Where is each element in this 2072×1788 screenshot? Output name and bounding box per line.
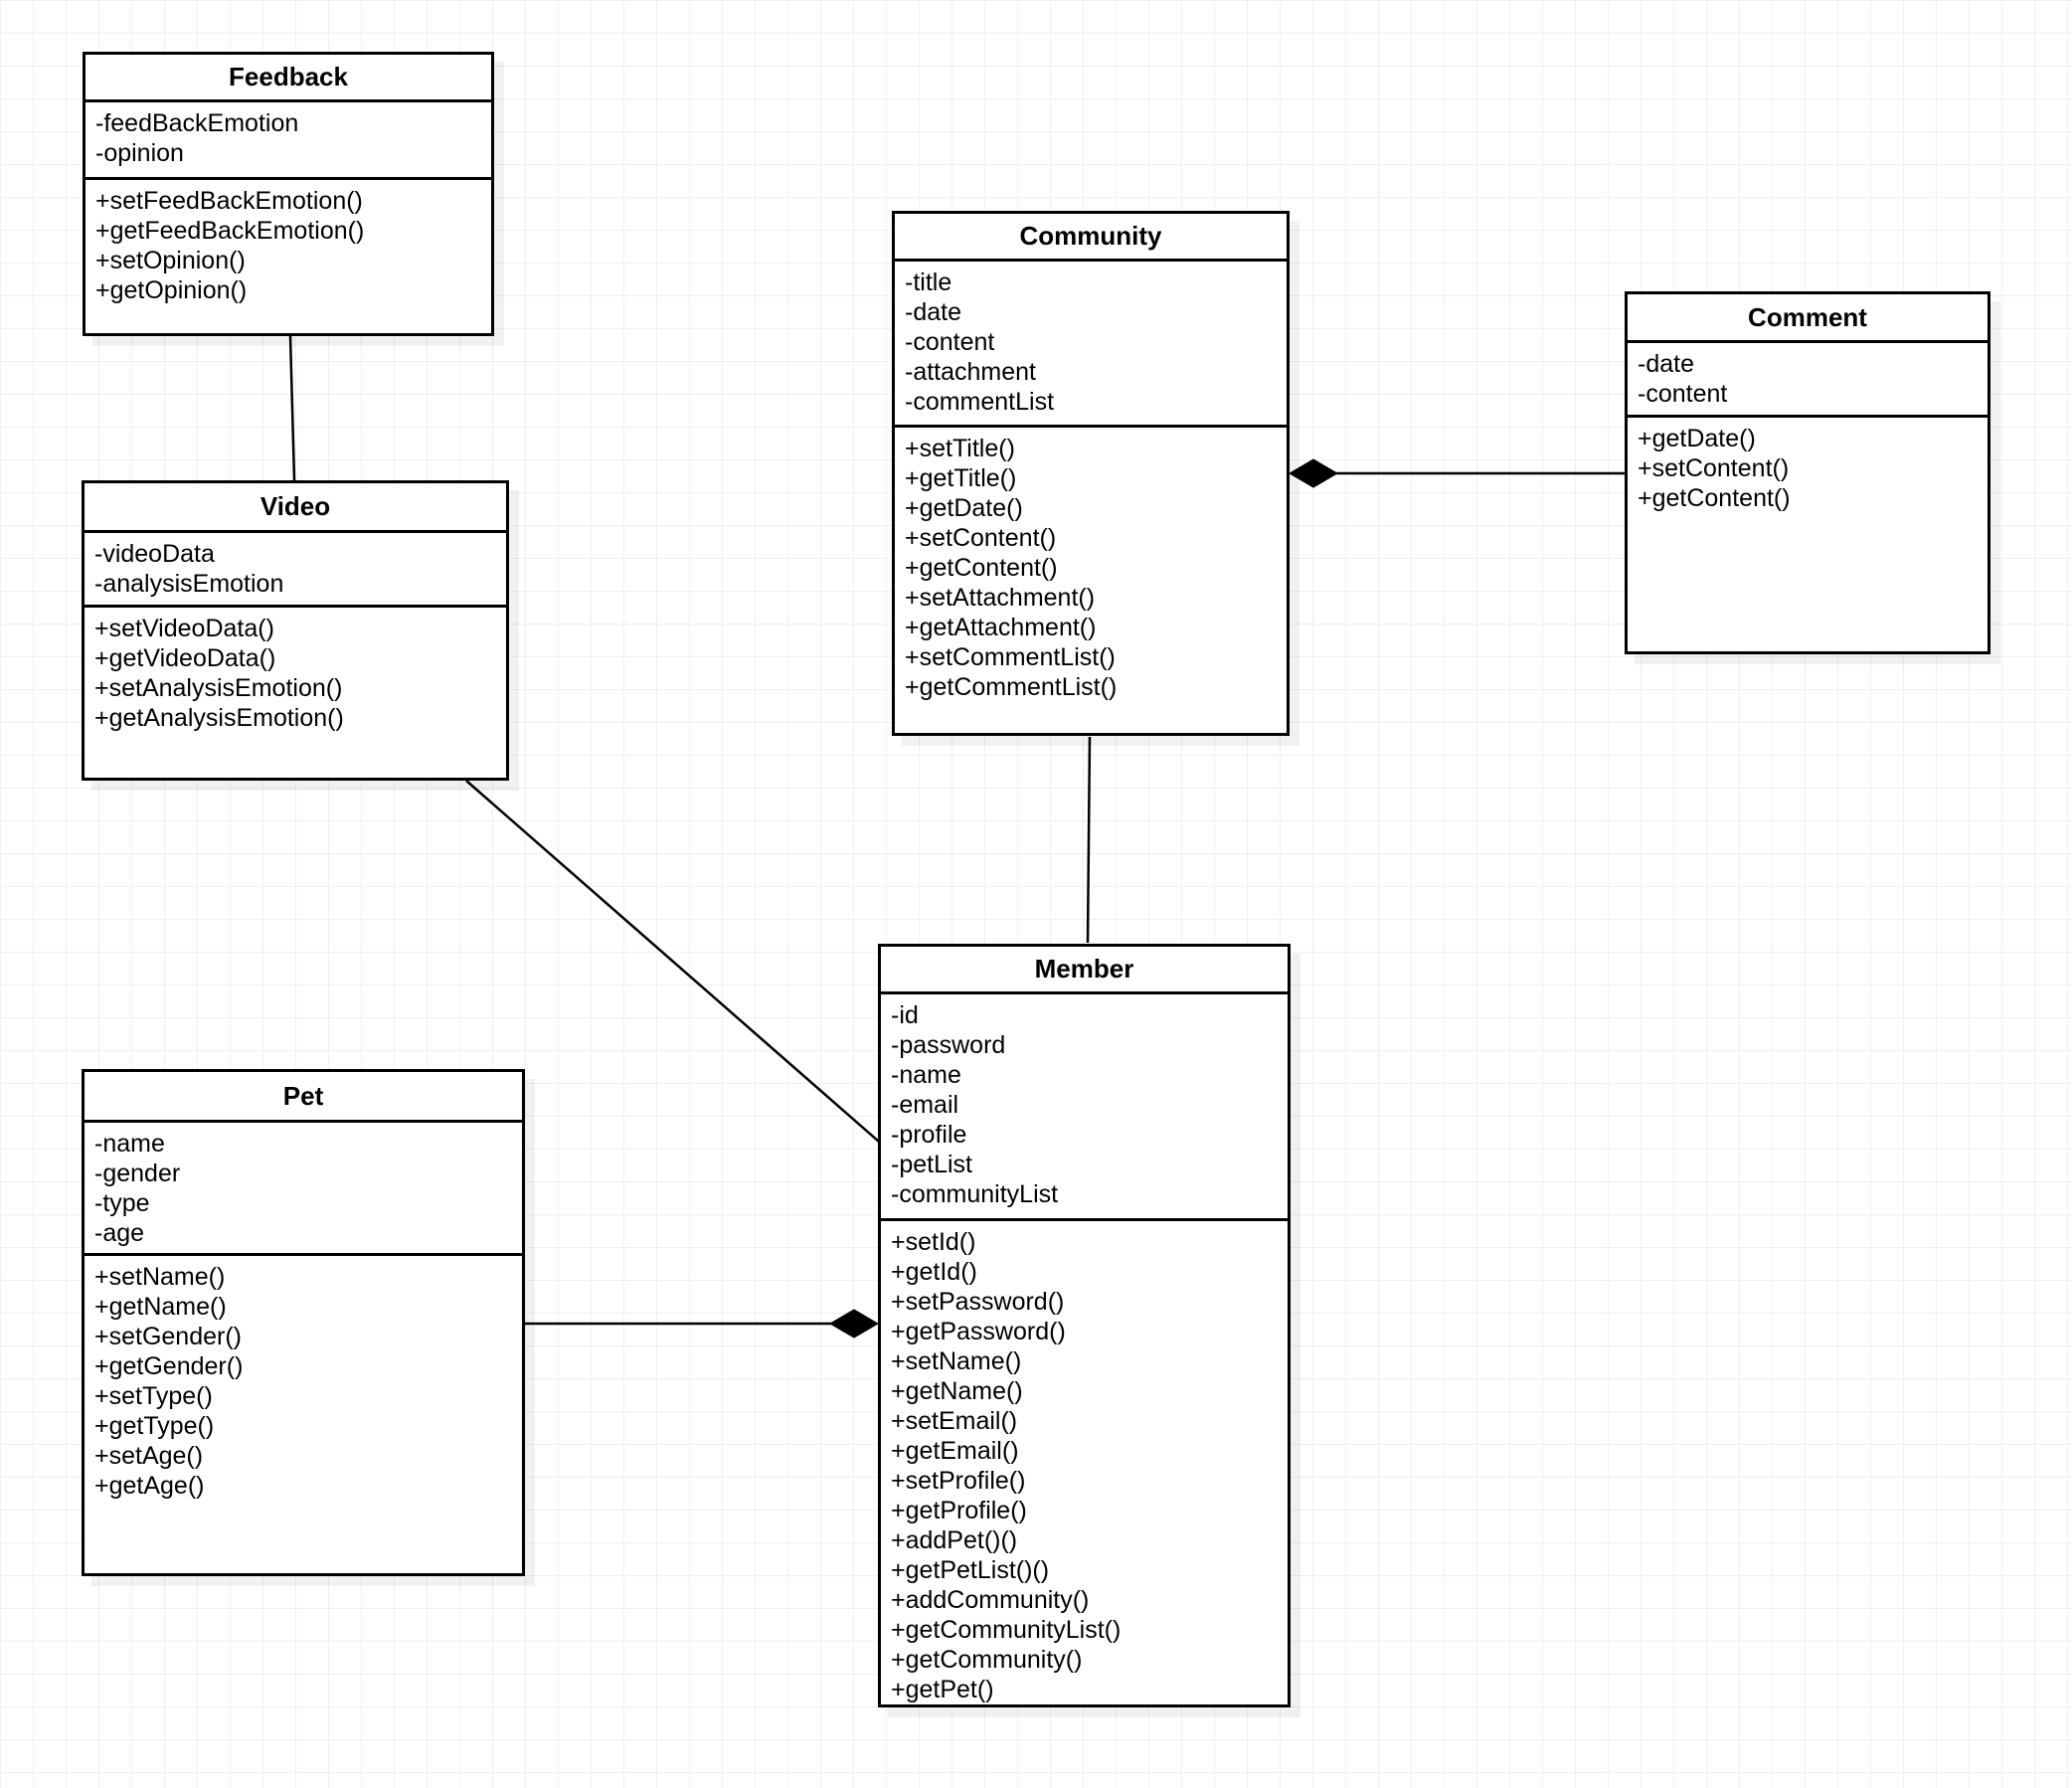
member-line: +setAge() — [94, 1442, 204, 1470]
class-title: Comment — [1628, 294, 1987, 343]
member-line: -analysisEmotion — [94, 570, 284, 598]
class-title: Video — [85, 483, 506, 533]
member-line: +setId() — [891, 1228, 976, 1256]
class-title: Feedback — [86, 55, 491, 102]
member-line: +getAge() — [94, 1472, 205, 1500]
member-line: +setVideoData() — [94, 615, 274, 642]
member-line: +getEmail() — [891, 1437, 1019, 1465]
methods-section: +getDate()+setContent()+getContent() — [1628, 418, 1987, 651]
class-member[interactable]: Member -id-password-name-email-profile-p… — [878, 944, 1291, 1707]
member-line: +getTitle() — [905, 464, 1017, 492]
member-line: +setTitle() — [905, 435, 1015, 462]
member-line: +getProfile() — [891, 1497, 1027, 1524]
member-line: -attachment — [905, 358, 1037, 386]
member-line: +getVideoData() — [94, 644, 276, 672]
member-line: +setContent() — [905, 524, 1057, 552]
member-line: +setContent() — [1638, 454, 1790, 482]
member-line: +setGender() — [94, 1323, 242, 1350]
member-line: +getDate() — [905, 494, 1023, 522]
member-line: +setAnalysisEmotion() — [94, 674, 343, 702]
member-line: +setOpinion() — [95, 247, 246, 274]
methods-section: +setId()+getId()+setPassword()+getPasswo… — [881, 1221, 1288, 1704]
member-line: -name — [94, 1130, 165, 1158]
member-line: +getAttachment() — [905, 614, 1097, 641]
member-line: +getName() — [94, 1293, 227, 1321]
methods-section: +setName()+getName()+setGender()+getGend… — [85, 1256, 522, 1573]
member-line: -type — [94, 1189, 150, 1217]
member-line: +getDate() — [1638, 425, 1756, 452]
member-line: +getCommunityList() — [891, 1616, 1122, 1644]
methods-section: +setTitle()+getTitle()+getDate()+setCont… — [895, 428, 1287, 733]
member-line: +setType() — [94, 1382, 213, 1410]
member-line: -date — [905, 298, 961, 326]
member-line: +getAnalysisEmotion() — [94, 704, 344, 732]
attributes-section: -feedBackEmotion-opinion — [86, 102, 491, 180]
member-line: -content — [1638, 380, 1728, 408]
member-line: -commentList — [905, 388, 1055, 416]
member-line: +getContent() — [905, 554, 1058, 582]
member-line: +getId() — [891, 1258, 977, 1286]
member-line: -content — [905, 328, 995, 356]
member-line: -age — [94, 1219, 145, 1247]
member-line: -email — [891, 1091, 959, 1119]
composition-diamond-community — [1289, 458, 1338, 488]
class-title: Pet — [85, 1072, 522, 1123]
member-line: -petList — [891, 1151, 972, 1178]
attributes-section: -title-date-content-attachment-commentLi… — [895, 262, 1287, 428]
member-line: -title — [905, 268, 952, 296]
attributes-section: -id-password-name-email-profile-petList-… — [881, 994, 1288, 1221]
member-line: +getType() — [94, 1412, 215, 1440]
member-line: +getPetList()() — [891, 1556, 1050, 1584]
attributes-section: -videoData-analysisEmotion — [85, 533, 506, 608]
member-line: +getPet() — [891, 1676, 994, 1703]
member-line: +setAttachment() — [905, 584, 1096, 612]
member-line: +getGender() — [94, 1352, 244, 1380]
member-line: -gender — [94, 1160, 181, 1187]
member-line: +getContent() — [1638, 484, 1791, 512]
class-title: Community — [895, 214, 1287, 262]
member-line: +setPassword() — [891, 1288, 1065, 1316]
member-line: +getName() — [891, 1377, 1023, 1405]
composition-diamond-member — [829, 1309, 879, 1339]
edge-community-member[interactable] — [1086, 736, 1092, 944]
member-line: +getCommunity() — [891, 1646, 1083, 1674]
member-line: +getFeedBackEmotion() — [95, 217, 365, 245]
member-line: -name — [891, 1061, 961, 1089]
member-line: +setCommentList() — [905, 643, 1116, 671]
member-line: +setFeedBackEmotion() — [95, 187, 363, 215]
member-line: -communityList — [891, 1180, 1059, 1208]
class-community[interactable]: Community -title-date-content-attachment… — [892, 211, 1290, 736]
class-comment[interactable]: Comment -date-content +getDate()+setCont… — [1625, 291, 1990, 654]
member-line: -date — [1638, 350, 1694, 378]
member-line: -feedBackEmotion — [95, 109, 299, 137]
member-line: +setName() — [891, 1347, 1022, 1375]
member-line: +setProfile() — [891, 1467, 1026, 1495]
member-line: -profile — [891, 1121, 967, 1149]
member-line: +getCommentList() — [905, 673, 1118, 701]
member-line: +addCommunity() — [891, 1586, 1090, 1614]
class-title: Member — [881, 947, 1288, 994]
member-line: -id — [891, 1001, 919, 1029]
member-line: +setName() — [94, 1263, 226, 1291]
edge-video-member[interactable] — [465, 780, 880, 1143]
member-line: -videoData — [94, 540, 215, 568]
class-pet[interactable]: Pet -name-gender-type-age +setName()+get… — [82, 1069, 525, 1576]
member-line: -password — [891, 1031, 1006, 1059]
class-video[interactable]: Video -videoData-analysisEmotion +setVid… — [82, 480, 509, 781]
member-line: -opinion — [95, 139, 184, 167]
class-feedback[interactable]: Feedback -feedBackEmotion-opinion +setFe… — [83, 52, 494, 336]
member-line: +addPet()() — [891, 1526, 1018, 1554]
member-line: +getPassword() — [891, 1318, 1066, 1345]
attributes-section: -name-gender-type-age — [85, 1123, 522, 1256]
methods-section: +setVideoData()+getVideoData()+setAnalys… — [85, 608, 506, 778]
edge-feedback-video[interactable] — [288, 335, 296, 481]
attributes-section: -date-content — [1628, 343, 1987, 418]
member-line: +getOpinion() — [95, 276, 248, 304]
member-line: +setEmail() — [891, 1407, 1018, 1435]
methods-section: +setFeedBackEmotion()+getFeedBackEmotion… — [86, 180, 491, 333]
